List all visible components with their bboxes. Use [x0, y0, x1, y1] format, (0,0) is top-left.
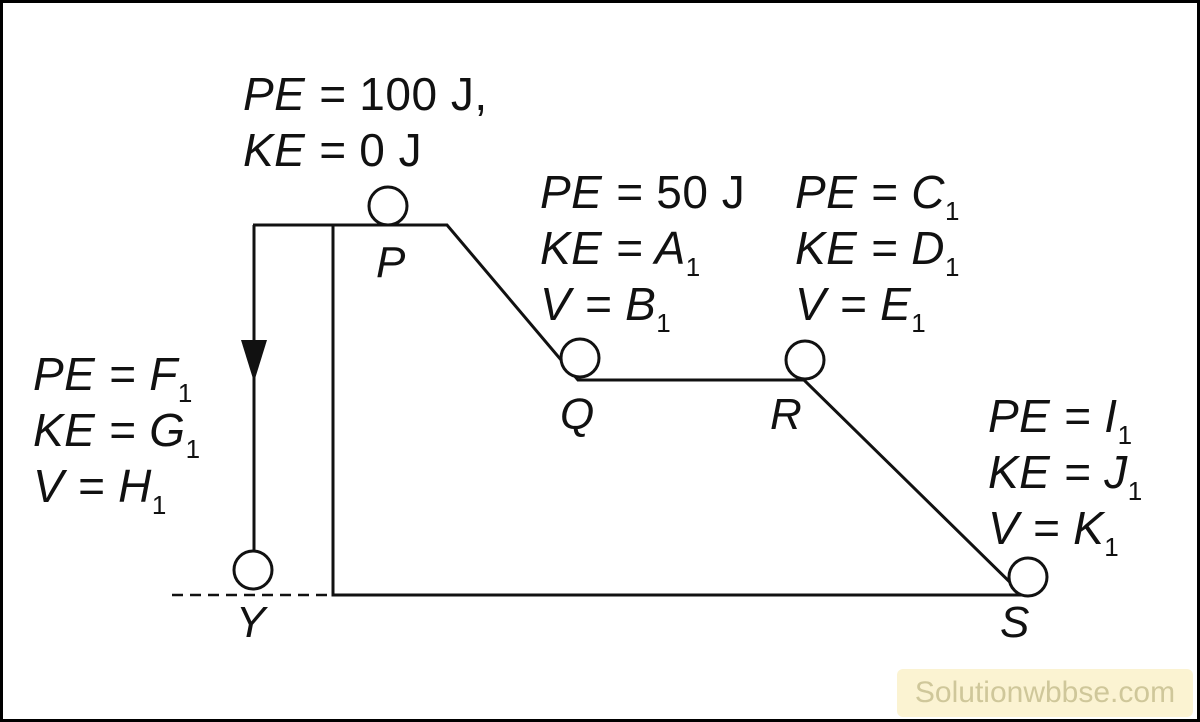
- watermark: Solutionwbbse.com: [897, 669, 1193, 717]
- p-pe-line: PE = 100 J,: [243, 68, 488, 120]
- label-p: PE = 100 J, KE = 0 J: [243, 66, 488, 178]
- ball-y: [232, 549, 274, 591]
- y-pe-line: PE = F1: [33, 348, 193, 408]
- ball-q: [559, 337, 601, 379]
- point-label-p: P: [376, 238, 406, 287]
- s-v-line: V = K1: [988, 502, 1120, 562]
- arrow-down-icon: [241, 340, 267, 382]
- q-pe-line: PE = 50 J: [540, 166, 746, 218]
- point-label-q: Q: [560, 390, 595, 439]
- q-ke-line: KE = A1: [540, 222, 701, 282]
- y-v-line: V = H1: [33, 460, 167, 520]
- r-ke-line: KE = D1: [795, 222, 960, 282]
- p-ke-line: KE = 0 J: [243, 124, 423, 176]
- point-label-y: Y: [236, 598, 266, 647]
- point-label-s: S: [1000, 598, 1030, 647]
- ball-r: [784, 339, 826, 381]
- ball-s: [1007, 556, 1049, 598]
- label-r: PE = C1 KE = D1 V = E1: [795, 164, 960, 338]
- q-v-line: V = B1: [540, 278, 672, 338]
- label-q: PE = 50 J KE = A1 V = B1: [540, 164, 746, 338]
- ball-p: [367, 185, 409, 227]
- r-v-line: V = E1: [795, 278, 927, 338]
- r-pe-line: PE = C1: [795, 166, 960, 226]
- s-ke-line: KE = J1: [988, 446, 1143, 506]
- s-pe-line: PE = I1: [988, 390, 1133, 450]
- y-ke-line: KE = G1: [33, 404, 201, 464]
- label-s: PE = I1 KE = J1 V = K1: [988, 388, 1143, 562]
- point-label-r: R: [770, 390, 802, 439]
- label-y: PE = F1 KE = G1 V = H1: [33, 346, 201, 520]
